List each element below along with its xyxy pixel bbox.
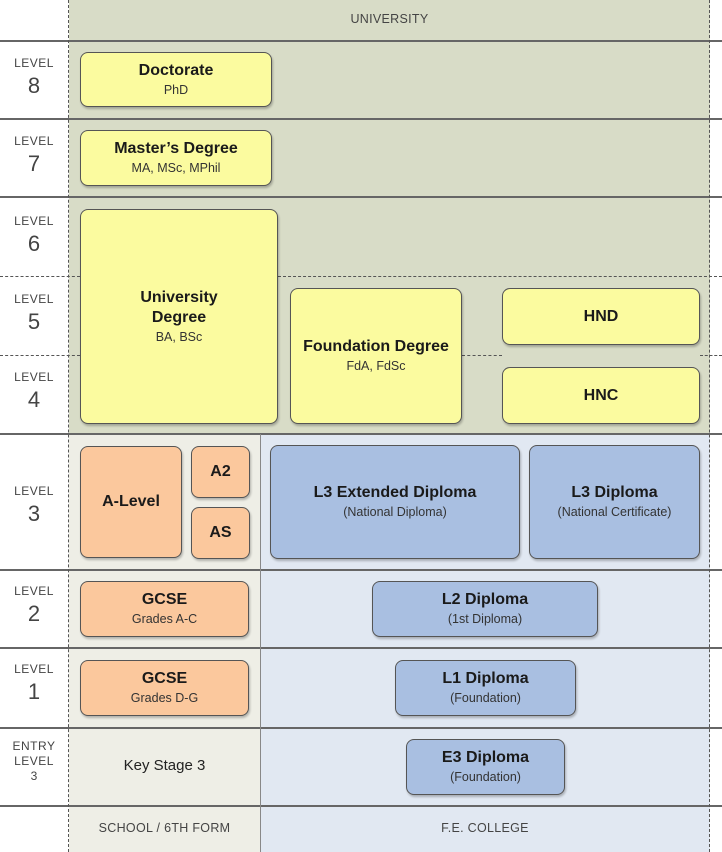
dashed-divider [462, 355, 502, 356]
gcse-dg-box: GCSE Grades D-G [80, 660, 249, 716]
masters-sub: MA, MSc, MPhil [131, 161, 221, 175]
masters-title: Master’s Degree [114, 140, 238, 157]
university-header: UNIVERSITY [350, 12, 429, 26]
hnd-title: HND [583, 307, 619, 325]
key-stage-3-label: Key Stage 3 [123, 757, 206, 774]
university-degree-box: University Degree BA, BSc [80, 209, 278, 424]
university-degree-title-1: University [140, 288, 218, 306]
left-dashed-border [68, 0, 69, 852]
l2-diploma-sub: (1st Diploma) [447, 612, 523, 626]
school-fe-divider [260, 434, 261, 852]
divider [0, 647, 722, 649]
l3-extended-diploma-sub: (National Diploma) [343, 505, 447, 519]
fe-college-footer-label: F.E. COLLEGE [441, 821, 529, 835]
e3-diploma-title: E3 Diploma [441, 749, 530, 766]
university-degree-title-2: Degree [151, 308, 207, 326]
l3-diploma-title: L3 Diploma [571, 484, 658, 501]
l2-diploma-box: L2 Diploma (1st Diploma) [372, 581, 598, 637]
a-level-title: A-Level [102, 493, 160, 510]
l3-diploma-sub: (National Certificate) [557, 505, 672, 519]
as-title: AS [209, 524, 232, 541]
dashed-divider [700, 355, 722, 356]
foundation-degree-title: Foundation Degree [303, 338, 449, 355]
school-footer-label: SCHOOL / 6TH FORM [98, 821, 231, 835]
l1-diploma-title: L1 Diploma [442, 670, 529, 687]
hnd-box: HND [502, 288, 700, 345]
gcse-dg-title: GCSE [141, 670, 188, 687]
l2-diploma-title: L2 Diploma [441, 591, 529, 608]
divider [0, 433, 722, 435]
divider [0, 196, 722, 198]
as-box: AS [191, 507, 250, 559]
gcse-dg-sub: Grades D-G [130, 691, 199, 705]
a2-box: A2 [191, 446, 250, 498]
gcse-ac-sub: Grades A-C [131, 612, 198, 626]
doctorate-title: Doctorate [138, 61, 214, 79]
l1-diploma-sub: (Foundation) [450, 691, 521, 705]
dashed-divider [0, 355, 80, 356]
foundation-degree-box: Foundation Degree FdA, FdSc [290, 288, 462, 424]
l3-extended-diploma-box: L3 Extended Diploma (National Diploma) [270, 445, 520, 559]
a-level-box: A-Level [80, 446, 182, 558]
l3-extended-diploma-title: L3 Extended Diploma [313, 484, 477, 501]
a2-title: A2 [210, 463, 231, 480]
hnc-title: HNC [583, 386, 619, 404]
divider [0, 118, 722, 120]
hnc-box: HNC [502, 367, 700, 424]
masters-box: Master’s Degree MA, MSc, MPhil [80, 130, 272, 186]
divider [0, 40, 722, 42]
dashed-divider [0, 276, 80, 277]
right-dashed-border [709, 0, 710, 852]
doctorate-sub: PhD [163, 82, 189, 97]
university-degree-sub: BA, BSc [155, 329, 203, 344]
gcse-ac-box: GCSE Grades A-C [80, 581, 249, 637]
foundation-degree-sub: FdA, FdSc [346, 359, 406, 373]
divider [0, 727, 722, 729]
dashed-divider [278, 276, 722, 277]
e3-diploma-sub: (Foundation) [450, 770, 521, 784]
doctorate-box: Doctorate PhD [80, 52, 272, 107]
divider [0, 805, 722, 807]
e3-diploma-box: E3 Diploma (Foundation) [406, 739, 565, 795]
divider [0, 569, 722, 571]
gcse-ac-title: GCSE [141, 591, 188, 608]
l1-diploma-box: L1 Diploma (Foundation) [395, 660, 576, 716]
l3-diploma-box: L3 Diploma (National Certificate) [529, 445, 700, 559]
